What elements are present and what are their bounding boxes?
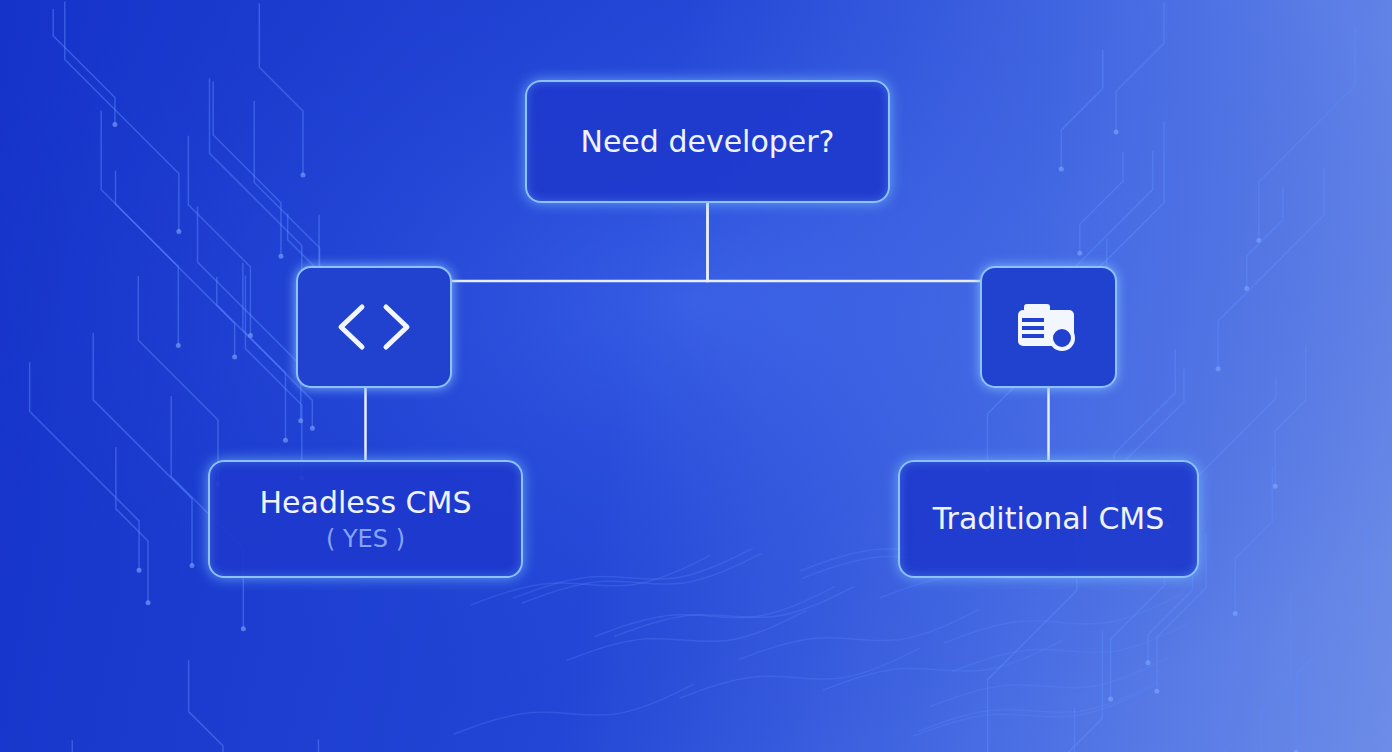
node-label: Need developer? [580, 123, 834, 161]
cms-icon-box [981, 267, 1116, 387]
node-label: Traditional CMS [933, 500, 1165, 538]
node-sublabel: ( YES ) [326, 524, 405, 554]
result-box: Traditional CMS [898, 460, 1199, 578]
result-box: Headless CMS( YES ) [208, 460, 523, 578]
question-box: Need developer? [525, 80, 890, 203]
node-label: Headless CMS [260, 484, 472, 522]
code-icon-box [297, 267, 451, 387]
